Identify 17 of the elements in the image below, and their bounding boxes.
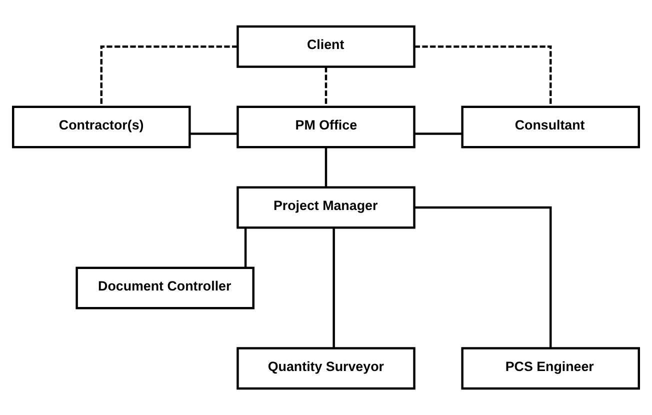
connector	[190, 132, 238, 135]
node-box: Document Controller	[76, 266, 254, 310]
connector	[244, 228, 247, 268]
connector	[100, 45, 238, 107]
node-box: Contractor(s)	[12, 106, 191, 148]
node-box: Client	[236, 25, 416, 68]
connector	[324, 147, 328, 187]
connector	[414, 206, 552, 348]
node-box: Project Manager	[236, 186, 416, 229]
node-box: PCS Engineer	[461, 347, 640, 390]
node-box: Quantity Surveyor	[236, 347, 416, 390]
connector	[332, 228, 335, 348]
node-box: PM Office	[236, 106, 416, 148]
connector	[414, 45, 552, 107]
node-box: Consultant	[461, 106, 640, 148]
connector	[324, 66, 328, 106]
connector	[414, 132, 462, 135]
